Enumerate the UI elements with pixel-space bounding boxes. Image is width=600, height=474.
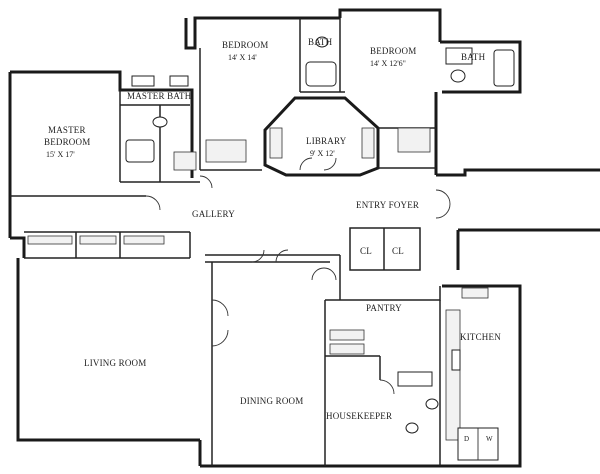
closet-1-label: CL [360,246,372,256]
closet-2-label: CL [392,246,404,256]
dining-room-label: DINING ROOM [240,396,303,406]
bath-top-label: BATH [308,37,333,47]
dryer-label: W [486,435,493,443]
housekeeper-label: HOUSEKEEPER [326,411,392,421]
gallery-label: GALLERY [192,209,235,219]
bedroom-1-label: BEDROOM [222,40,268,50]
master-bedroom-label-line2: BEDROOM [44,137,90,147]
exterior-walls [8,8,600,468]
fixtures [27,36,515,461]
library-dims: 9' X 12' [310,149,335,158]
entry-foyer-label: ENTRY FOYER [356,200,419,210]
room-labels: BEDROOM 14' X 14' BATH BEDROOM 14' X 12'… [44,37,501,443]
master-bath-toilet [152,116,168,128]
pantry-label: PANTRY [366,303,402,313]
master-bath-vanity [131,75,155,87]
master-bedroom-dims: 15' X 17' [46,150,75,159]
bedroom-2-dims: 14' X 12'6" [370,59,406,68]
master-bedroom-label-line1: MASTER [48,125,86,135]
library-label: LIBRARY [306,136,347,146]
bedroom-1-dims: 14' X 14' [228,53,257,62]
bath-top-tub [305,61,337,87]
master-bath-label: MASTER BATH [127,91,192,101]
bath-right-label: BATH [461,52,486,62]
bedroom-2-label: BEDROOM [370,46,416,56]
living-room-label: LIVING ROOM [84,358,146,368]
interior-walls [10,18,441,466]
kitchen-label: KITCHEN [460,332,501,342]
bedroom-2-closet [397,127,431,153]
washer-label: D [464,435,469,443]
bedroom-1-closet [205,139,247,163]
doors [145,157,451,395]
master-bath-tub [125,139,155,163]
